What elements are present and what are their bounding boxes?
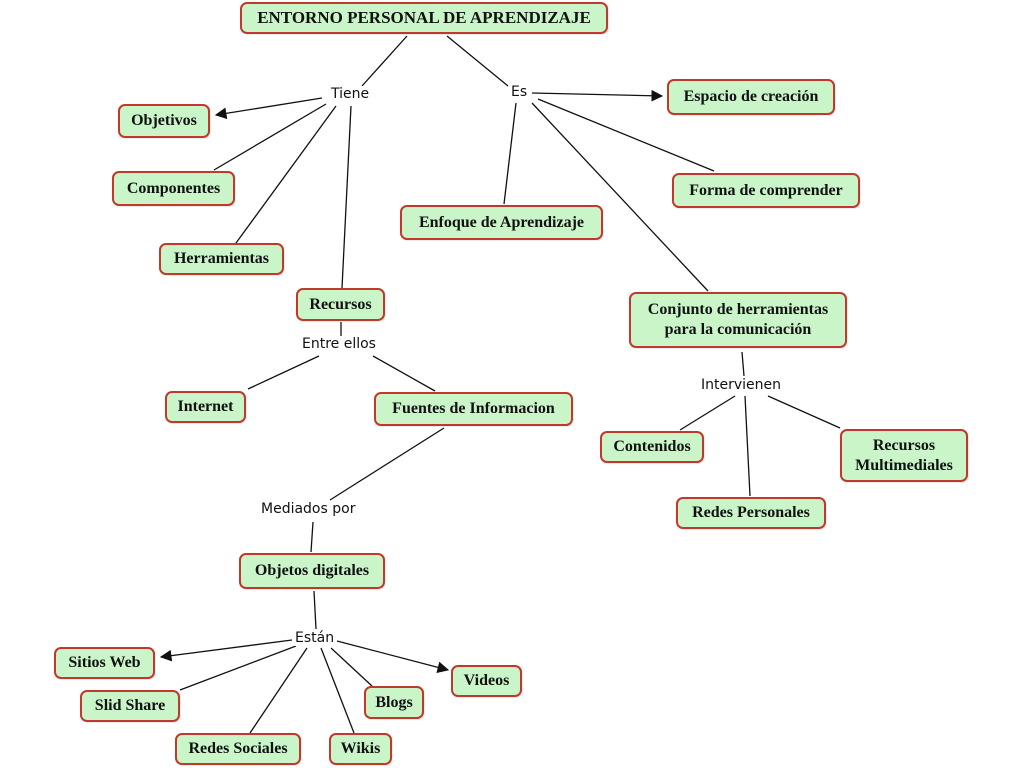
line-root-es (446, 35, 509, 87)
node-forma[interactable]: Forma de comprender (672, 173, 860, 208)
link-tiene: Tiene (329, 86, 372, 102)
link-es: Es (509, 84, 530, 100)
line-estan-blogs (330, 647, 373, 687)
node-redes-sociales[interactable]: Redes Sociales (175, 733, 301, 765)
node-conjunto[interactable]: Conjunto de herramientas para la comunic… (629, 292, 847, 348)
node-objetivos[interactable]: Objetivos (118, 104, 210, 138)
line-estan-wikis (320, 647, 355, 734)
line-intervienen-redes (744, 395, 751, 497)
node-blogs[interactable]: Blogs (364, 686, 424, 719)
node-root[interactable]: ENTORNO PERSONAL DE APRENDIZAJE (240, 2, 608, 34)
node-fuentes[interactable]: Fuentes de Informacion (374, 392, 573, 426)
line-tiene-componentes (213, 103, 327, 171)
node-slid-share[interactable]: Slid Share (80, 690, 180, 722)
line-estan-videos (336, 640, 450, 673)
link-mediados-por: Mediados por (259, 501, 358, 517)
node-herramientas[interactable]: Herramientas (159, 243, 284, 275)
line-es-enfoque (503, 102, 517, 205)
line-tiene-recursos (341, 105, 352, 289)
node-internet[interactable]: Internet (165, 391, 246, 423)
line-es-conjunto (531, 102, 709, 292)
line-intervienen-contenidos (679, 395, 736, 431)
line-intervienen-multimediales (767, 395, 841, 429)
line-tiene-herramientas (235, 105, 337, 244)
node-sitios-web[interactable]: Sitios Web (54, 647, 155, 679)
link-entre-ellos: Entre ellos (300, 336, 378, 352)
node-enfoque[interactable]: Enfoque de Aprendizaje (400, 205, 603, 240)
link-intervienen: Intervienen (699, 377, 784, 393)
line-conjunto-intervienen (741, 351, 745, 377)
node-videos[interactable]: Videos (451, 665, 522, 697)
node-recursos-multimediales[interactable]: Recursos Multimediales (840, 429, 968, 482)
line-estan-slid (179, 645, 297, 691)
line-entre-fuentes (372, 355, 436, 392)
line-estan-redes (249, 647, 308, 734)
line-mediados-objetos (310, 521, 314, 553)
line-es-espacio (531, 89, 664, 102)
node-wikis[interactable]: Wikis (329, 733, 392, 765)
node-contenidos[interactable]: Contenidos (600, 431, 704, 463)
link-estan: Están (293, 630, 337, 646)
node-redes-personales[interactable]: Redes Personales (676, 497, 826, 529)
node-espacio[interactable]: Espacio de creación (667, 79, 835, 115)
node-componentes[interactable]: Componentes (112, 171, 235, 206)
line-fuentes-mediados (329, 427, 445, 501)
line-root-tiene (361, 35, 408, 87)
line-tiene-objetivos (214, 97, 323, 120)
node-recursos[interactable]: Recursos (296, 288, 385, 321)
line-entre-internet (247, 355, 320, 390)
node-objetos[interactable]: Objetos digitales (239, 553, 385, 589)
line-estan-sitios (159, 639, 293, 662)
line-es-forma (537, 98, 715, 172)
line-objetos-estan (313, 590, 317, 630)
